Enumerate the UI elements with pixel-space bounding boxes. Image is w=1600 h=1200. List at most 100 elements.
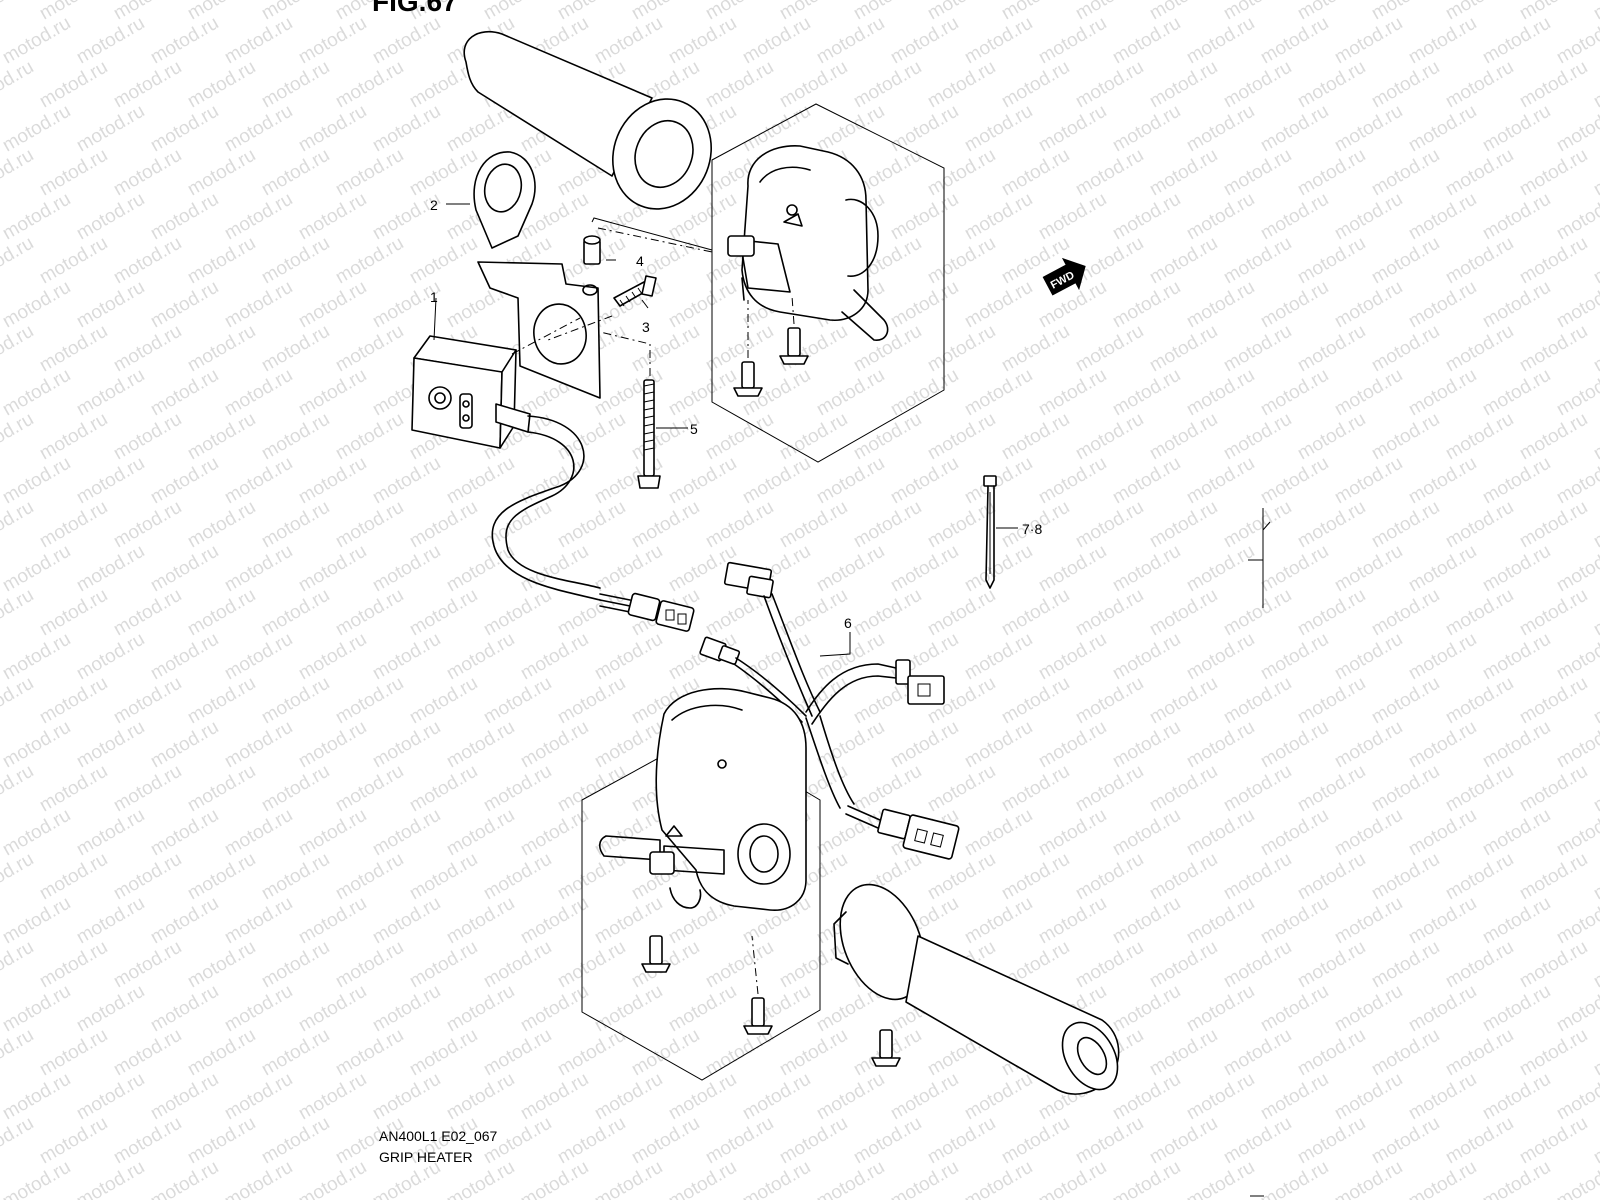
watermark-text: motod.ru [1516,497,1591,553]
watermark-text: motod.ru [1516,849,1591,905]
watermark-text: motod.ru [1109,717,1184,773]
watermark-text: motod.ru [813,541,888,597]
watermark-text: motod.ru [406,0,481,24]
watermark-text: motod.ru [258,673,333,729]
watermark-text: motod.ru [1183,453,1258,509]
watermark-text: motod.ru [1479,453,1554,509]
left-handlebar-switch [598,687,807,911]
watermark-text: motod.ru [443,893,518,949]
watermark-text: motod.ru [1479,629,1554,685]
watermark-text: motod.ru [1109,893,1184,949]
watermark-text: motod.ru [887,365,962,421]
watermark-text: motod.ru [739,13,814,69]
watermark-text: motod.ru [1146,233,1221,289]
watermark-text: motod.ru [110,497,185,553]
watermark-text: motod.ru [1516,937,1591,993]
watermark-text: motod.ru [443,717,518,773]
right-handlebar-switch [727,145,889,341]
watermark-text: motod.ru [258,145,333,201]
watermark-text: motod.ru [295,1069,370,1125]
watermark-text: motod.ru [1368,57,1443,113]
watermark-text: motod.ru [36,497,111,553]
watermark-text: motod.ru [1590,1025,1600,1081]
watermark-text: motod.ru [36,585,111,641]
watermark-text: motod.ru [887,13,962,69]
watermark-text: motod.ru [517,717,592,773]
watermark-text: motod.ru [0,101,74,157]
watermark-text: motod.ru [0,233,37,289]
watermark-text: motod.ru [406,145,481,201]
watermark-text: motod.ru [628,1113,703,1169]
watermark-text: motod.ru [1516,673,1591,729]
watermark-text: motod.ru [184,585,259,641]
watermark-text: motod.ru [0,365,74,421]
watermark-text: motod.ru [961,893,1036,949]
watermark-text: motod.ru [1220,1113,1295,1169]
watermark-text: motod.ru [110,1025,185,1081]
watermark-text: motod.ru [1331,805,1406,861]
watermark-text: motod.ru [1183,1069,1258,1125]
watermark-text: motod.ru [1442,761,1517,817]
watermark-text: motod.ru [1220,849,1295,905]
watermark-text: motod.ru [1479,101,1554,157]
watermark-text: motod.ru [480,673,555,729]
watermark-text: motod.ru [1331,717,1406,773]
watermark-text: motod.ru [1183,101,1258,157]
heater-bracket [473,151,601,399]
watermark-text: motod.ru [517,629,592,685]
watermark-text: motod.ru [665,981,740,1037]
watermark-text: motod.ru [1183,981,1258,1037]
watermark-text: motod.ru [258,849,333,905]
watermark-text: motod.ru [0,57,37,113]
watermark-text: motod.ru [554,0,629,24]
watermark-text: motod.ru [73,365,148,421]
watermark-text: motod.ru [332,585,407,641]
watermark-text: motod.ru [1405,365,1480,421]
watermark-text: motod.ru [73,805,148,861]
heater-control-unit [411,335,531,449]
wiring-harness [699,561,960,860]
watermark-text: motod.ru [73,717,148,773]
watermark-text: motod.ru [221,189,296,245]
watermark-text: motod.ru [924,321,999,377]
watermark-text: motod.ru [776,409,851,465]
watermark-text: motod.ru [1368,1113,1443,1169]
watermark-text: motod.ru [1553,1157,1600,1200]
watermark-text: motod.ru [258,0,333,24]
watermark-text: motod.ru [1035,13,1110,69]
watermark-text: motod.ru [1220,321,1295,377]
watermark-text: motod.ru [1072,145,1147,201]
watermark-text: motod.ru [1146,585,1221,641]
watermark-text: motod.ru [1220,233,1295,289]
watermark-text: motod.ru [147,1069,222,1125]
watermark-text: motod.ru [406,497,481,553]
watermark-text: motod.ru [36,145,111,201]
watermark-text: motod.ru [1257,893,1332,949]
watermark-text: motod.ru [628,0,703,24]
watermark-text: motod.ru [1479,1069,1554,1125]
watermark-text: motod.ru [591,717,666,773]
watermark-text: motod.ru [961,629,1036,685]
watermark-text: motod.ru [1146,937,1221,993]
callout-7-8: 7·8 [1022,521,1042,537]
watermark-text: motod.ru [1331,541,1406,597]
watermark-text: motod.ru [1331,629,1406,685]
watermark-text: motod.ru [295,277,370,333]
watermark-text: motod.ru [1368,849,1443,905]
watermark-text: motod.ru [406,761,481,817]
watermark-text: motod.ru [258,1025,333,1081]
watermark-text: motod.ru [961,1069,1036,1125]
watermark-text: motod.ru [1294,0,1369,24]
watermark-text: motod.ru [369,717,444,773]
watermark-text: motod.ru [1405,1157,1480,1200]
watermark-text: motod.ru [184,1025,259,1081]
watermark-text: motod.ru [1516,57,1591,113]
upper-switch-screws [733,295,809,397]
watermark-text: motod.ru [998,0,1073,24]
watermark-text: motod.ru [1479,13,1554,69]
watermark-text: motod.ru [221,1157,296,1200]
watermark-text: motod.ru [813,365,888,421]
watermark-text: motod.ru [73,101,148,157]
watermark-text: motod.ru [1035,893,1110,949]
watermark-text: motod.ru [591,13,666,69]
